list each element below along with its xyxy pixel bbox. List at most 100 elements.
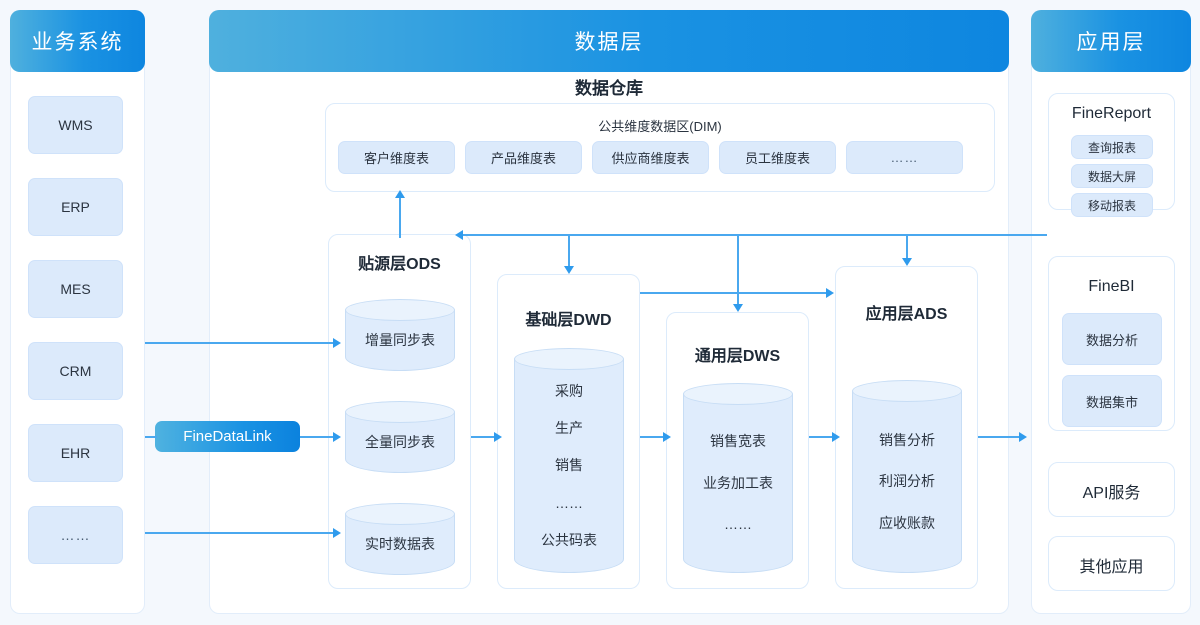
app-finebi-item-analysis[interactable]: 数据分析 (1062, 313, 1162, 365)
cylinder-top (852, 380, 962, 402)
arrowhead-feedback-ods (455, 230, 463, 240)
connector-ods-to-dwd (471, 436, 496, 438)
cylinder-top (345, 299, 455, 321)
arrowhead-bus-ads (902, 258, 912, 266)
app-item-label: 数据分析 (1085, 332, 1138, 348)
application-layer-title: 应用层 (1076, 31, 1146, 54)
dim-title: 公共维度数据区(DIM) (598, 119, 722, 134)
connector-ods-to-dim (399, 196, 401, 238)
cylinder-top (683, 383, 793, 405)
app-other-title: 其他应用 (1079, 559, 1144, 576)
arrowhead-bus-dws (733, 304, 743, 312)
business-system-label: WMS (58, 117, 93, 133)
cylinder-body (514, 359, 624, 573)
data-layer-header: 数据层 (209, 10, 1009, 72)
app-finebi-title: FineBI (1088, 278, 1135, 295)
arrowhead-dws (663, 432, 671, 442)
dim-table-customer[interactable]: 客户维度表 (338, 141, 455, 174)
cylinder-labels: 实时数据表 (365, 535, 435, 552)
dim-table-label: 客户维度表 (363, 151, 429, 166)
business-system-wms[interactable]: WMS (28, 96, 123, 154)
ods-layer-title: 贴源层ODS (358, 256, 441, 273)
app-item-label: 数据集市 (1085, 394, 1138, 410)
data-layer-title: 数据层 (574, 31, 644, 54)
arrowhead-ads (832, 432, 840, 442)
dws-layer-title: 通用层DWS (694, 348, 781, 365)
connector-bus-to-dwd (568, 234, 570, 268)
arrowhead-dwd-ads-direct (826, 288, 834, 298)
cylinder-body (852, 391, 962, 573)
business-system-erp[interactable]: ERP (28, 178, 123, 236)
connector-dwd-to-dws (640, 436, 665, 438)
arrowhead-dim (395, 190, 405, 198)
dim-table-label: …… (890, 150, 919, 165)
connector-feedback-bus (462, 234, 1047, 236)
connector-bus-to-ads (906, 234, 908, 260)
dwd-cylinder[interactable]: 采购 生产 销售 …… 公共码表 (514, 348, 624, 573)
business-system-label: …… (60, 527, 91, 543)
ods-table-realtime[interactable]: 实时数据表 (345, 503, 455, 575)
arrowhead-apps (1019, 432, 1027, 442)
dim-table-label: 供应商维度表 (611, 151, 690, 166)
app-finebi-item-mart[interactable]: 数据集市 (1062, 375, 1162, 427)
arrowhead-bus-dwd (564, 266, 574, 274)
arrowhead-ods-incremental (333, 338, 341, 348)
app-finereport-item-query[interactable]: 查询报表 (1071, 135, 1153, 159)
business-system-label: EHR (60, 445, 91, 461)
connector-business-to-fdl (145, 436, 157, 438)
cylinder-labels: 销售宽表 业务加工表 …… (703, 433, 773, 533)
business-systems-title: 业务系统 (31, 31, 124, 54)
dws-cylinder[interactable]: 销售宽表 业务加工表 …… (683, 383, 793, 573)
ads-cylinder[interactable]: 销售分析 利润分析 应收账款 (852, 380, 962, 573)
ads-layer-title: 应用层ADS (865, 306, 948, 323)
app-finereport-item-mobile[interactable]: 移动报表 (1071, 193, 1153, 217)
app-other-card[interactable] (1048, 536, 1175, 591)
ods-table-full[interactable]: 全量同步表 (345, 401, 455, 473)
app-item-label: 数据大屏 (1087, 169, 1136, 184)
cylinder-labels: 增量同步表 (365, 331, 435, 348)
finedatalink-label: FineDataLink (183, 428, 272, 445)
app-api-title: API服务 (1082, 485, 1141, 502)
dim-table-more[interactable]: …… (846, 141, 963, 174)
connector-bus-to-dws (737, 234, 739, 306)
cylinder-labels: 采购 生产 销售 …… 公共码表 (541, 382, 597, 549)
cylinder-top (345, 401, 455, 423)
business-system-more[interactable]: …… (28, 506, 123, 564)
business-system-crm[interactable]: CRM (28, 342, 123, 400)
app-finereport-title: FineReport (1071, 105, 1152, 122)
dim-table-employee[interactable]: 员工维度表 (719, 141, 836, 174)
app-item-label: 移动报表 (1087, 198, 1136, 213)
application-layer-header: 应用层 (1031, 10, 1191, 72)
connector-business-to-ods-bottom (145, 532, 333, 534)
dim-table-supplier[interactable]: 供应商维度表 (592, 141, 709, 174)
connector-dws-to-ads (809, 436, 834, 438)
app-finereport-item-dashboard[interactable]: 数据大屏 (1071, 164, 1153, 188)
arrowhead-ods-full (333, 432, 341, 442)
dwd-layer-title: 基础层DWD (525, 312, 612, 329)
connector-fdl-to-ods (300, 436, 333, 438)
arrowhead-ods-realtime (333, 528, 341, 538)
business-system-ehr[interactable]: EHR (28, 424, 123, 482)
cylinder-labels: 全量同步表 (365, 433, 435, 450)
app-item-label: 查询报表 (1087, 140, 1136, 155)
arrowhead-dwd (494, 432, 502, 442)
cylinder-top (345, 503, 455, 525)
business-system-mes[interactable]: MES (28, 260, 123, 318)
finedatalink-badge[interactable]: FineDataLink (155, 421, 300, 452)
dim-table-label: 员工维度表 (744, 151, 810, 166)
dim-table-label: 产品维度表 (490, 151, 556, 166)
connector-dwd-to-ads-direct (640, 292, 826, 294)
business-system-label: CRM (59, 363, 92, 379)
dim-table-product[interactable]: 产品维度表 (465, 141, 582, 174)
cylinder-body (683, 394, 793, 573)
cylinder-top (514, 348, 624, 370)
connector-business-to-ods-top (145, 342, 333, 344)
app-api-card[interactable] (1048, 462, 1175, 517)
warehouse-title: 数据仓库 (575, 79, 643, 98)
cylinder-labels: 销售分析 利润分析 应收账款 (879, 431, 935, 531)
ods-table-incremental[interactable]: 增量同步表 (345, 299, 455, 371)
business-systems-header: 业务系统 (10, 10, 145, 72)
business-system-label: MES (60, 281, 91, 297)
business-system-label: ERP (61, 199, 90, 215)
